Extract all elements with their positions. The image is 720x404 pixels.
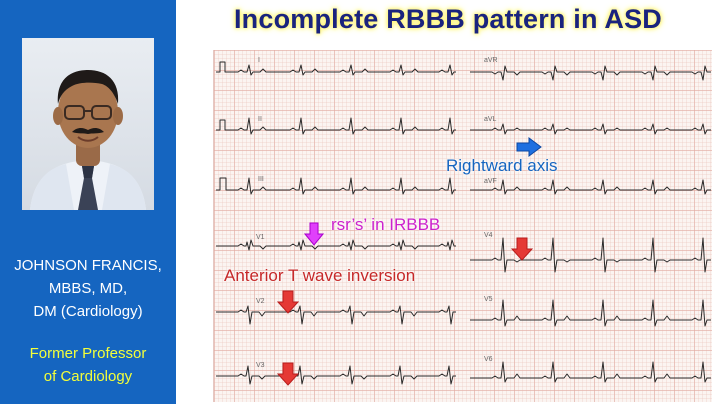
ecg-trace-lead-avr [470,65,711,81]
rightward-axis-annotation: Rightward axis [446,156,558,175]
arrow-down-icon [277,290,299,314]
lead-label: aVF [484,178,497,185]
lead-label: I [258,57,260,64]
t-wave-annotation: Anterior T wave inversion [224,266,416,285]
arrow-down-icon [277,362,299,386]
presenter-role-line: Former Professor [29,345,147,362]
lead-label: aVL [484,116,497,123]
ecg-trace-lead-v6 [470,361,711,383]
presenter-name-line: MBBS, MD, [48,280,128,297]
arrow-right-icon [516,137,542,157]
ecg-trace-lead-iii [216,177,456,195]
lead-label: III [258,176,264,183]
ecg-traces [216,61,711,385]
presenter-name: JOHNSON FRANCIS, MBBS, MD, DM (Cardiolog… [0,254,176,323]
presenter-role-line: of Cardiology [43,368,133,385]
ecg-trace-lead-v4 [470,237,711,273]
presenter-photo [22,38,154,210]
ecg-trace-lead-i [216,61,456,76]
rsr-annotation: rsr’s’ in IRBBB [331,215,441,234]
lead-label: V2 [256,298,265,305]
ecg-trace-lead-avf [470,179,711,195]
presenter-name-line: DM (Cardiology) [33,303,143,320]
slide-title: Incomplete RBBB pattern in ASD [233,4,663,34]
ecg-trace-lead-ii [216,117,456,135]
presenter-name-line: JOHNSON FRANCIS, [14,257,162,274]
ecg-trace-lead-avl [470,123,711,135]
ecg-trace-lead-v5 [470,299,711,327]
lead-label: II [258,116,262,123]
ecg-trace-lead-v1 [216,239,456,251]
arrow-down-icon [304,222,324,246]
lead-label: aVR [484,57,498,64]
arrow-down-icon [511,237,533,261]
ecg-trace-lead-v3 [216,365,456,385]
lead-label: V4 [484,232,493,239]
presenter-sidebar: JOHNSON FRANCIS, MBBS, MD, DM (Cardiolog… [0,0,176,404]
lead-label: V1 [256,234,265,241]
lead-label: V5 [484,296,493,303]
ecg-trace-lead-v2 [216,305,456,325]
lead-label: V6 [484,356,493,363]
lead-label: V3 [256,362,265,369]
presenter-role: Former Professor of Cardiology [0,342,176,388]
ecg-tracing: I II III V1 V2 V3 aVR aVL aVF V4 V5 V6 [213,50,712,402]
